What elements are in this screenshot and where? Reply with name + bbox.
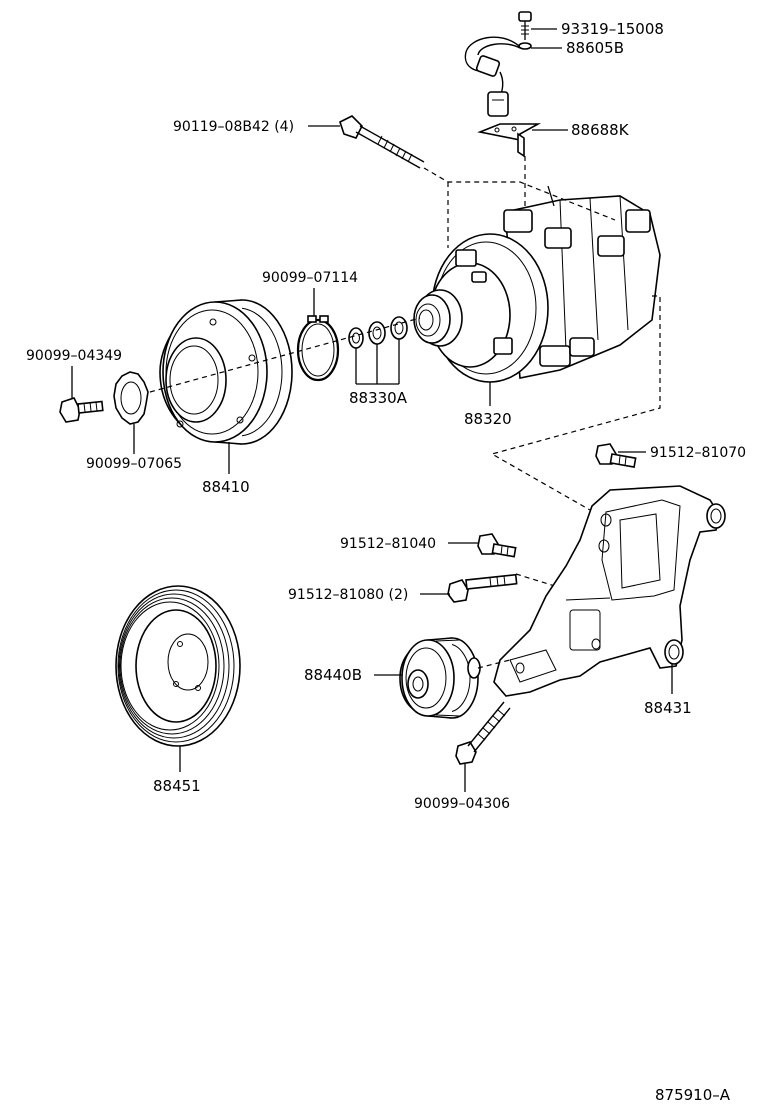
bolt-91512-81040 [477, 533, 517, 558]
label-93319-15008: 93319–15008 [561, 20, 664, 38]
bolt-90119-08B42 [339, 115, 425, 169]
harness-88605B [464, 36, 532, 117]
washer-90099-07065 [113, 371, 149, 425]
leader-88330A [355, 339, 400, 385]
label-91512-81080: 91512–81080 (2) [288, 587, 408, 603]
bracket-88431 [493, 485, 726, 697]
bolt-90099-04349 [59, 397, 104, 423]
label-90099-07065: 90099–07065 [86, 456, 182, 472]
guide-bolt-compressor [423, 167, 616, 221]
idler-pulley-88440B [399, 637, 481, 719]
label-90119-08B42: 90119–08B42 (4) [173, 119, 294, 135]
guide-clutch-axis [149, 317, 421, 393]
guide-compressor-bracket [490, 295, 661, 511]
bracket-88688K [477, 123, 542, 158]
figure-id: 875910–A [655, 1086, 731, 1104]
crank-pulley-88451 [115, 585, 241, 747]
label-88451: 88451 [153, 777, 201, 795]
label-90099-04349: 90099–04349 [26, 348, 122, 364]
label-88431: 88431 [644, 699, 692, 717]
snap-ring-90099-07114 [296, 315, 340, 382]
label-90099-07114: 90099–07114 [262, 270, 358, 286]
shims-88330A [348, 316, 408, 349]
label-88605B: 88605B [566, 39, 624, 57]
screw-93319-15008 [518, 11, 532, 40]
label-88440B: 88440B [304, 666, 362, 684]
clutch-pulley-88410 [159, 299, 293, 445]
label-88410: 88410 [202, 478, 250, 496]
bolt-90099-04306 [455, 701, 511, 765]
bolt-91512-81070 [595, 443, 637, 468]
label-88320: 88320 [464, 410, 512, 428]
bolt-91512-81080 [447, 573, 518, 603]
label-91512-81040: 91512–81040 [340, 536, 436, 552]
label-91512-81070: 91512–81070 [650, 445, 746, 461]
label-90099-04306: 90099–04306 [414, 796, 510, 812]
label-88330A: 88330A [349, 389, 408, 407]
label-88688K: 88688K [571, 121, 630, 139]
compressor-88320 [413, 185, 661, 383]
